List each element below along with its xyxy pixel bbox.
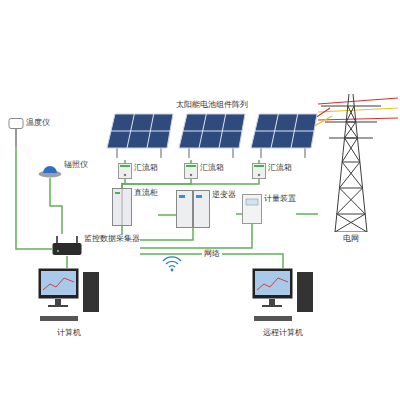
node-label: 远程计算机 (263, 328, 303, 338)
connector-wire (258, 160, 260, 163)
combiner-box: 汇流箱 (184, 163, 224, 179)
node-label: 汇流箱 (268, 163, 292, 173)
remote-computer-icon (252, 268, 314, 326)
grid-tower-icon (318, 92, 384, 232)
node-label: 太阳能电池组件阵列 (176, 100, 248, 110)
connector-wire (66, 256, 68, 268)
node-label: 辐照仪 (64, 160, 88, 170)
node-label: 监控数据采集器 (84, 234, 140, 244)
node-label: 电网 (343, 234, 359, 244)
meter-box-icon (242, 194, 262, 224)
inverter-icon (176, 190, 210, 228)
connector-wire (50, 178, 62, 234)
computer: 计算机 (38, 268, 100, 338)
node-label: 温度仪 (26, 118, 50, 128)
solar-array-icon (105, 112, 319, 160)
connector-wire (190, 160, 192, 163)
dc-cabinet-icon (112, 188, 132, 226)
connector-wire (122, 179, 259, 188)
connector-wire (124, 160, 126, 163)
combiner-box: 汇流箱 (118, 163, 158, 179)
edge-label: 网络 (202, 249, 222, 259)
combiner-box-icon (252, 163, 266, 179)
connector-wire (236, 213, 242, 215)
node-label: 汇流箱 (134, 163, 158, 173)
network-icon (163, 257, 181, 271)
connector-wire (296, 213, 318, 215)
combiner-box-icon (184, 163, 198, 179)
node-label: 汇流箱 (200, 163, 224, 173)
solar-array: 太阳能电池组件阵列 (105, 100, 319, 160)
connector-wire (16, 146, 52, 249)
combiner-box: 汇流箱 (252, 163, 292, 179)
inverter: 逆变器 (176, 190, 236, 228)
node-label: 逆变器 (212, 190, 236, 200)
data-collector: 监控数据采集器 (52, 234, 140, 256)
connector-wire (121, 226, 123, 234)
connector-wire (140, 228, 193, 240)
data-collector-icon (52, 234, 82, 256)
node-label: 计量装置 (264, 194, 296, 204)
thermometer-icon (8, 118, 24, 146)
node-label: 计算机 (57, 328, 81, 338)
thermometer: 温度仪 (8, 118, 50, 146)
connector-wire (158, 214, 176, 216)
computer-icon (38, 268, 100, 326)
grid-tower: 电网 (318, 92, 384, 244)
node-label: 直流柜 (134, 188, 158, 198)
meter-box: 计量装置 (242, 194, 296, 224)
irradiance-meter-icon (38, 160, 62, 178)
remote-computer: 远程计算机 (252, 268, 314, 338)
irradiance-meter: 辐照仪 (38, 160, 88, 178)
combiner-box-icon (118, 163, 132, 179)
dc-cabinet: 直流柜 (112, 188, 158, 226)
